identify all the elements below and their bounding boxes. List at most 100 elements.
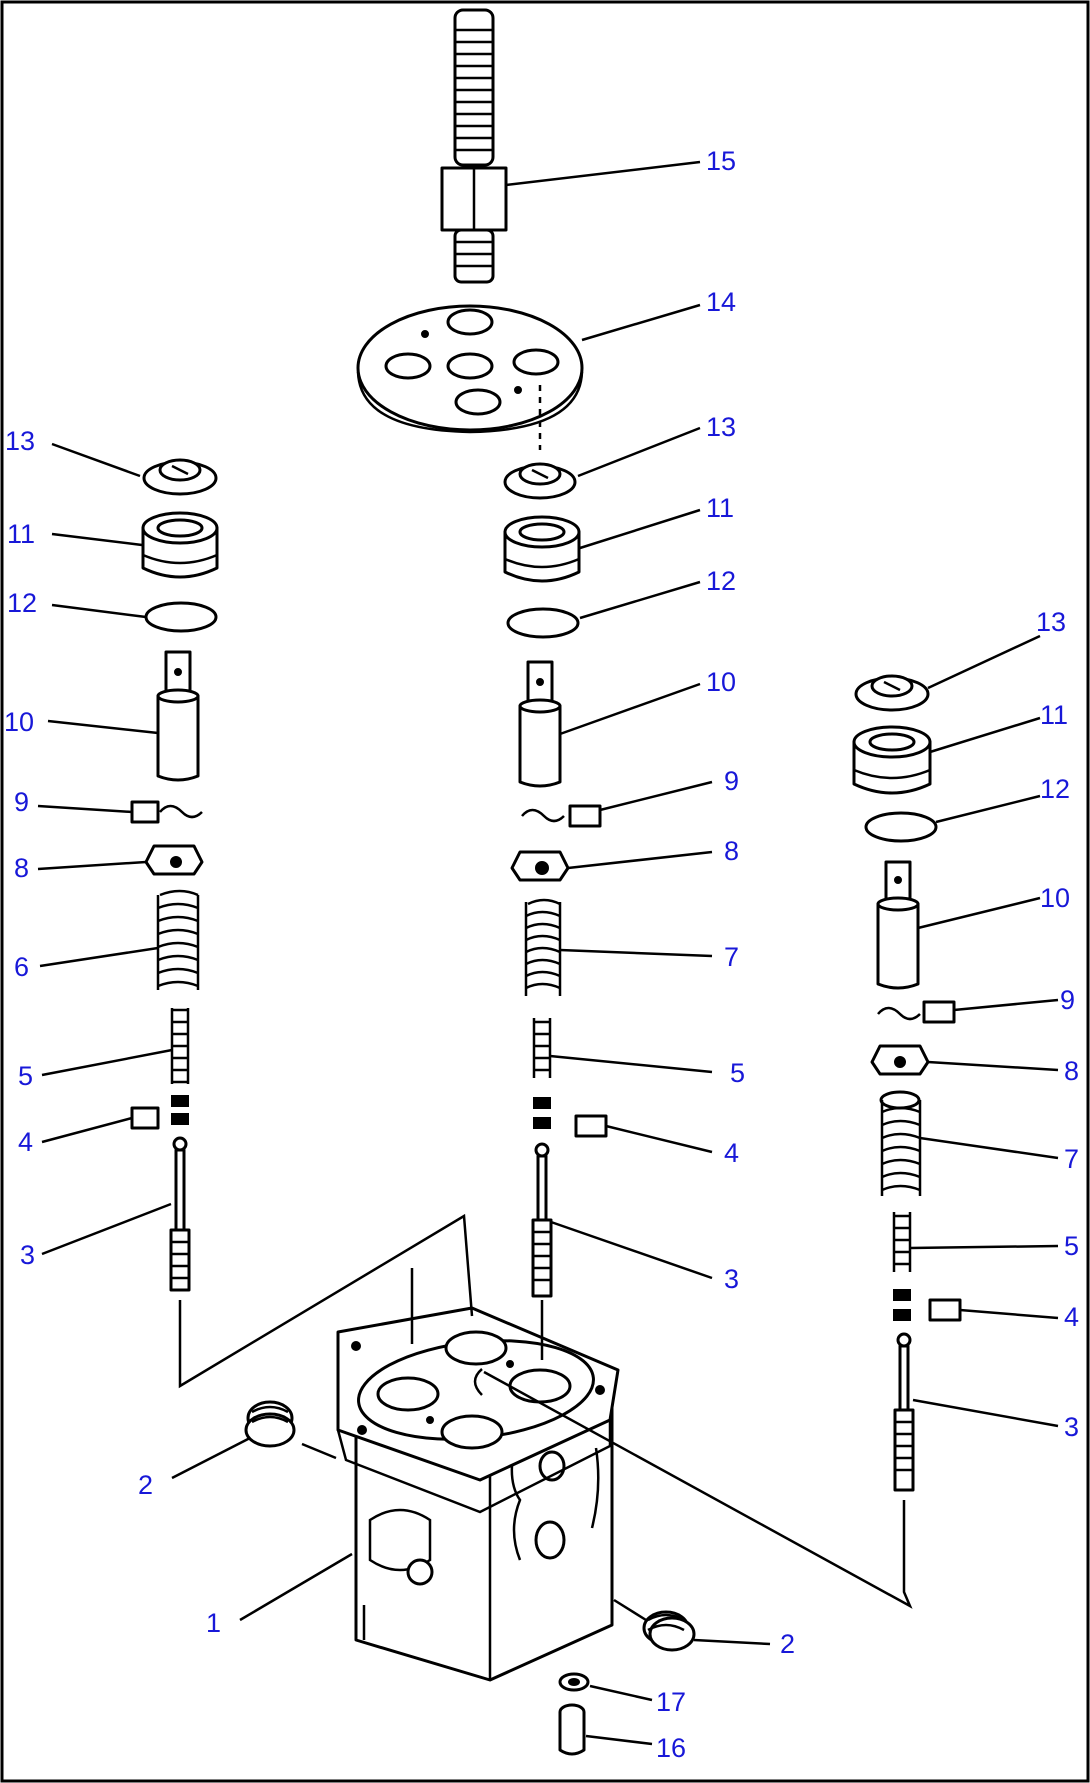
leader-3-center — [550, 1220, 713, 1280]
leader-2-right — [693, 1638, 771, 1646]
leader-13-right — [927, 634, 1041, 690]
part-5-spring-left — [170, 1008, 190, 1084]
callout-2-right: 2 — [780, 1629, 795, 1659]
leader-13-left — [51, 442, 141, 478]
part-13-cap-left — [142, 458, 218, 496]
callout-13-center: 13 — [706, 412, 736, 442]
callout-2-left: 2 — [138, 1470, 153, 1500]
part-8-seat-right — [870, 1044, 930, 1076]
callout-8-right: 8 — [1064, 1056, 1079, 1086]
leader-2-left — [171, 1436, 251, 1480]
leader-10-left — [47, 719, 159, 735]
leader-7-right — [919, 1136, 1059, 1160]
leader-3-right — [912, 1398, 1059, 1428]
part-4-shim-left — [130, 1095, 189, 1130]
callout-16: 16 — [656, 1733, 686, 1763]
leader-12-center — [579, 580, 701, 620]
part-11-retainer-left — [141, 511, 219, 579]
part-3-rod-right — [893, 1332, 915, 1492]
part-5-spring-center — [532, 1018, 552, 1078]
stack-center — [503, 462, 608, 1298]
leader-2-right-connector — [613, 1598, 647, 1622]
part-3-rod-center — [531, 1142, 553, 1298]
part-7-spring-right — [879, 1090, 922, 1196]
callout-9-left: 9 — [14, 787, 29, 817]
callout-9-center: 9 — [724, 766, 739, 796]
leader-10-center — [559, 682, 701, 736]
leader-10-right — [917, 896, 1041, 930]
part-6-spring-left — [156, 889, 200, 990]
leader-8-center — [567, 850, 713, 870]
part-4-shim-center — [533, 1097, 608, 1138]
part-10-piston-center — [518, 660, 562, 788]
callout-4-center: 4 — [724, 1138, 739, 1168]
leader-15 — [505, 160, 701, 187]
part-10-piston-right — [876, 860, 920, 990]
leader-17 — [589, 1684, 653, 1702]
part-4-shim-right — [893, 1289, 962, 1322]
leader-1 — [239, 1552, 353, 1622]
part-9-collar-right — [877, 1000, 956, 1024]
part-3-rod-left — [169, 1136, 191, 1292]
callout-7-center: 7 — [724, 942, 739, 972]
leader-9-right — [953, 998, 1059, 1012]
callout-13-right: 13 — [1036, 607, 1066, 637]
leader-5-left — [41, 1048, 173, 1077]
callout-12-left: 12 — [7, 588, 37, 618]
leader-4-left — [41, 1116, 133, 1144]
callout-12-right: 12 — [1040, 774, 1070, 804]
part-12-oring-right — [864, 811, 938, 843]
leader-13-center — [577, 426, 701, 478]
part-1-valve-body — [336, 1306, 620, 1682]
callout-17: 17 — [656, 1687, 686, 1717]
part-17-washer — [558, 1672, 590, 1692]
callout-9-right: 9 — [1060, 985, 1075, 1015]
leader-11-right — [929, 716, 1041, 754]
leader-12-right — [935, 794, 1041, 824]
callout-6-left: 6 — [14, 952, 29, 982]
callout-11-center: 11 — [706, 493, 734, 523]
leader-8-left — [37, 860, 147, 871]
stack-left — [130, 458, 219, 1292]
callout-labels: 15 14 13 11 12 10 9 8 6 5 4 3 13 11 12 1… — [4, 146, 1079, 1763]
callout-10-right: 10 — [1040, 883, 1070, 913]
callout-7-right: 7 — [1064, 1144, 1079, 1174]
part-5-spring-right — [892, 1212, 912, 1272]
part-16-plug — [558, 1703, 586, 1756]
callout-12-center: 12 — [706, 566, 736, 596]
leader-14 — [581, 303, 701, 342]
leader-5-right — [909, 1244, 1059, 1250]
leader-2-left-connector — [301, 1442, 337, 1460]
part-13-cap-right — [854, 674, 930, 712]
leader-11-left — [51, 532, 143, 547]
leader-4-center — [605, 1124, 713, 1154]
leader-6-left — [39, 946, 159, 968]
leader-4-right — [959, 1308, 1059, 1320]
callout-4-right: 4 — [1064, 1302, 1079, 1332]
callout-5-left: 5 — [18, 1061, 33, 1091]
part-8-seat-left — [144, 844, 204, 876]
part-11-retainer-center — [503, 515, 581, 583]
leader-16 — [585, 1734, 653, 1746]
leader-7-center — [559, 948, 713, 958]
part-9-collar-center — [521, 804, 602, 828]
leader-11-center — [579, 508, 701, 550]
assembly-line-right — [483, 1370, 913, 1609]
callout-5-center: 5 — [730, 1058, 745, 1088]
leader-12-left — [51, 603, 147, 619]
leader-8-right — [927, 1060, 1059, 1072]
callout-3-left: 3 — [20, 1240, 35, 1270]
part-7-spring-center — [524, 898, 562, 996]
leader-9-left — [37, 804, 133, 814]
part-9-collar-left — [130, 800, 203, 824]
callout-4-left: 4 — [18, 1127, 33, 1157]
callout-3-center: 3 — [724, 1264, 739, 1294]
leader-3-left — [41, 1202, 172, 1256]
part-10-piston-left — [156, 650, 200, 782]
part-12-oring-center — [506, 607, 580, 639]
callout-10-left: 10 — [4, 707, 34, 737]
callout-3-right: 3 — [1064, 1412, 1079, 1442]
part-14-plate — [356, 304, 584, 434]
